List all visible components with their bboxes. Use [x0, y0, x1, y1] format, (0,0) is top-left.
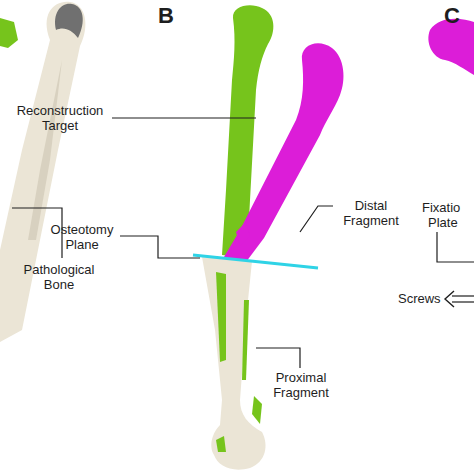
part-label: Plate [428, 215, 474, 230]
bone-head-shade [55, 4, 83, 38]
green-bone-fragment [0, 18, 18, 48]
green-bone-patch [252, 396, 262, 424]
screw-arrow [445, 291, 454, 307]
distal-fragment-bone [224, 43, 344, 262]
screw-arrow [452, 301, 474, 302]
osteotomy-plane [193, 255, 318, 268]
part-label: Fixatio [422, 200, 474, 215]
green-bone-patch [242, 300, 249, 380]
screw-arrow [452, 295, 474, 296]
leader-line [112, 117, 256, 118]
bone-shade [28, 60, 62, 240]
leader-line [256, 348, 300, 368]
green-bone-patch [216, 436, 226, 452]
part-label: Proximal Fragment [262, 370, 340, 400]
proximal-fragment-bone [202, 257, 266, 470]
leader-line [120, 236, 200, 258]
part-label: Distal Fragment [334, 198, 408, 228]
leader-line [300, 206, 333, 232]
panel-letter: B [158, 4, 188, 28]
part-label: Osteotomy Plane [44, 222, 120, 252]
part-label: Screws [398, 291, 446, 306]
distal-fragment-overlap [236, 222, 250, 246]
part-label: Pathological Bone [14, 262, 104, 292]
panel-letter: C [444, 4, 474, 28]
leader-line [437, 232, 474, 262]
part-label: Reconstruction Target [8, 103, 112, 133]
green-bone-patch [216, 272, 226, 362]
